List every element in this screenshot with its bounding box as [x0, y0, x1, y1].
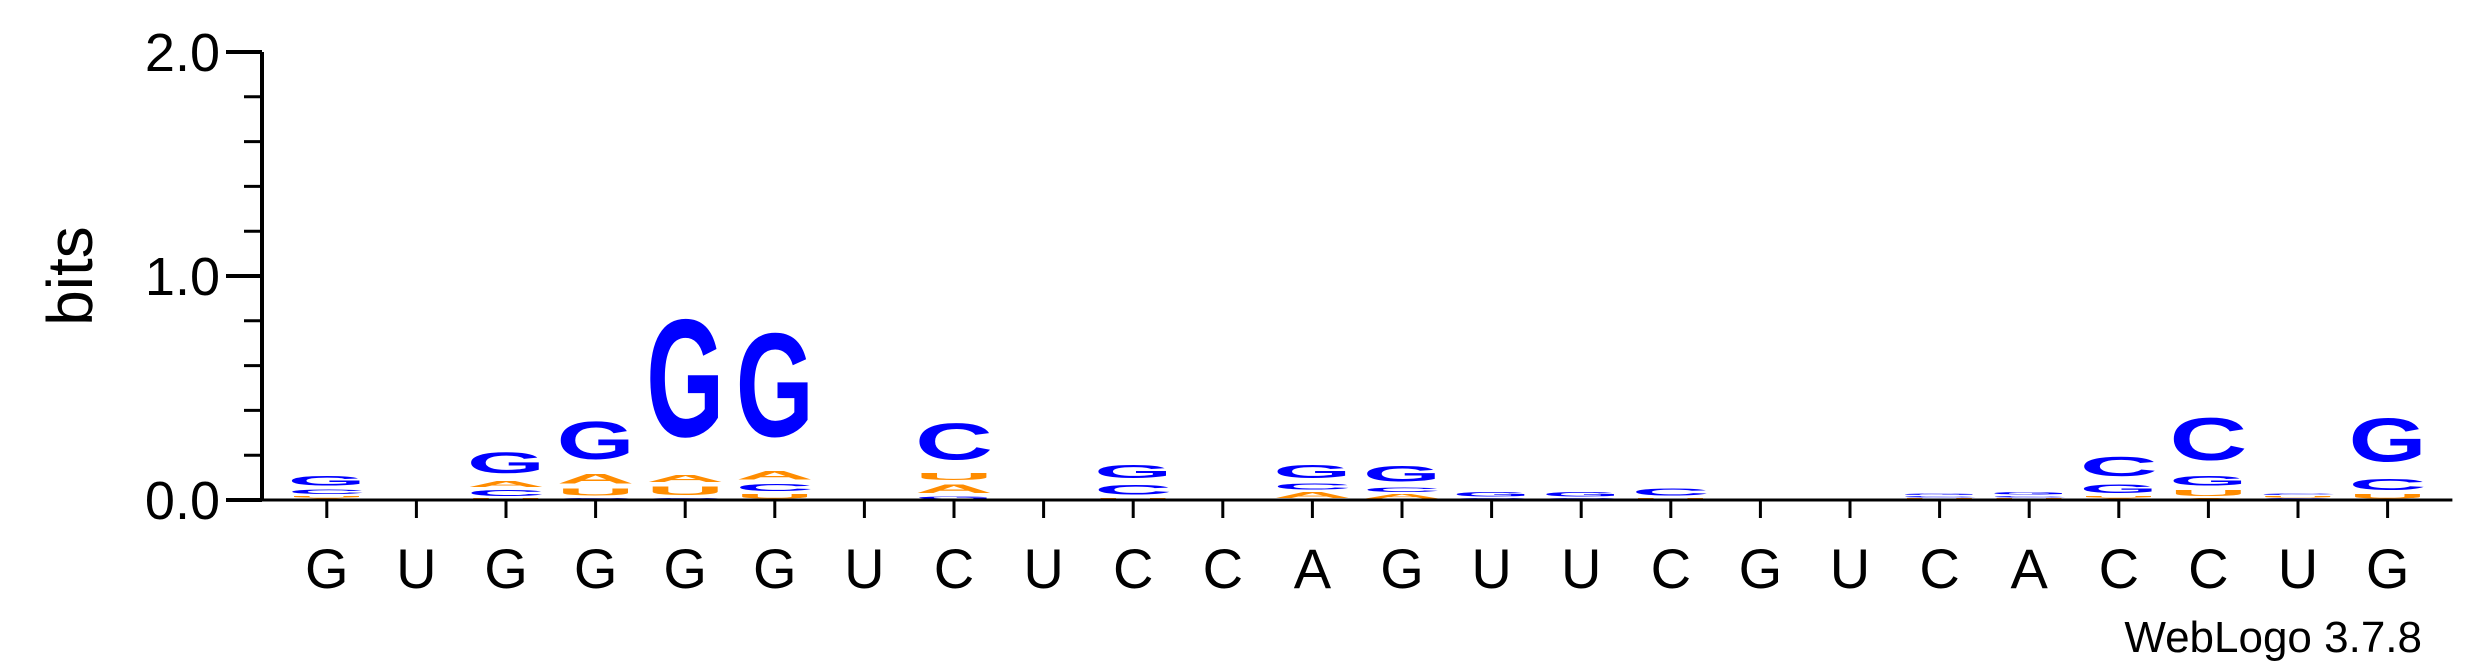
logo-letter-c: C	[1632, 487, 1710, 498]
logo-letter-c: C	[1273, 482, 1351, 491]
x-tick-label: C	[2188, 537, 2228, 600]
x-tick-label: U	[1561, 537, 1601, 600]
letter-stack: UCG	[2349, 406, 2427, 500]
logo-letter-a: A	[915, 482, 993, 495]
letter-stack: UCG	[1094, 462, 1172, 500]
x-tick-label: G	[753, 537, 797, 600]
letter-stack: CUAG	[557, 411, 635, 500]
logo-letter-g: G	[1273, 462, 1351, 482]
x-tick-label: G	[484, 537, 528, 600]
logo-letter-c: C	[288, 489, 366, 496]
logo-letter-a: A	[646, 473, 724, 484]
logo-letter-a: A	[1273, 491, 1351, 500]
logo-letter-u: U	[736, 493, 814, 500]
y-ticks: 0.0 1.0 2.0	[145, 23, 262, 531]
y-axis-title: bits	[34, 226, 106, 326]
logo-letter-u: U	[2259, 496, 2337, 498]
logo-letter-u: U	[915, 471, 993, 482]
logo-letter-c: C	[2349, 475, 2427, 493]
letter-stack: ACG	[1363, 462, 1441, 500]
letter-stack: AUGC	[2169, 406, 2247, 500]
logo-letter-g: G	[557, 411, 635, 471]
x-tick-label: U	[2278, 537, 2318, 600]
letter-stack: ACG	[1273, 462, 1351, 500]
x-tick-label: C	[1651, 537, 1691, 600]
logo-letter-a: A	[557, 471, 635, 487]
letter-stack: AUCG	[288, 473, 366, 500]
logo-letter-c: C	[1094, 482, 1172, 498]
y-tick-label: 0.0	[145, 471, 220, 531]
letter-stack: UC	[1632, 487, 1710, 500]
logo-letter-g: G	[467, 446, 545, 480]
logo-letter-c: C	[2169, 406, 2247, 473]
logo-letter-g: G	[1542, 491, 1620, 498]
logo-letter-a: A	[1363, 493, 1441, 500]
logo-letter-c: C	[1901, 496, 1979, 498]
logo-letter-u: U	[646, 484, 724, 497]
logo-letter-g: G	[2169, 473, 2247, 489]
logo-letter-a: A	[736, 469, 814, 482]
logo-letter-g: G	[736, 303, 814, 468]
logo-letter-a: A	[467, 480, 545, 489]
logo-letter-g: G	[915, 496, 993, 500]
logo-letter-c: C	[467, 489, 545, 498]
x-tick-label: G	[1380, 537, 1424, 600]
x-tick-label: U	[844, 537, 884, 600]
x-tick-label: C	[1113, 537, 1153, 600]
letter-stacks: AUCGUCAGCUAGCUAGUCAGGAUCUCGACGACGCGCGUCU…	[288, 286, 2427, 500]
logo-letter-u: U	[557, 487, 635, 498]
x-tick-label: C	[1203, 537, 1243, 600]
x-tick-label: G	[2366, 537, 2410, 600]
logo-letter-g: G	[1901, 493, 1979, 495]
x-tick-label: G	[663, 537, 707, 600]
weblogo-credit: WebLogo 3.7.8	[2124, 613, 2422, 662]
logo-letter-g: G	[2080, 482, 2158, 495]
x-tick-label: U	[1830, 537, 1870, 600]
logo-letter-g: G	[1453, 491, 1531, 498]
x-tick-label: U	[1023, 537, 1063, 600]
logo-letter-u: U	[2349, 493, 2427, 500]
logo-letter-c: C	[2259, 493, 2337, 495]
x-tick-label: G	[1739, 537, 1783, 600]
logo-letter-g: G	[1990, 491, 2068, 495]
logo-letter-g: G	[1363, 462, 1441, 487]
logo-letter-g: G	[288, 473, 366, 489]
letter-stack: CUAG	[646, 286, 724, 500]
logo-letter-c: C	[1990, 496, 2068, 498]
logo-letter-c: C	[1363, 487, 1441, 494]
logo-letter-u: U	[2169, 489, 2247, 498]
x-tick-label: U	[396, 537, 436, 600]
x-tick-label: G	[305, 537, 349, 600]
y-tick-label: 2.0	[145, 23, 220, 83]
x-tick-label: A	[1294, 537, 1332, 600]
logo-letter-g: G	[2349, 406, 2427, 475]
logo-letter-u: U	[288, 496, 366, 498]
x-tick-label: C	[934, 537, 974, 600]
logo-letter-u: U	[2080, 496, 2158, 498]
logo-letter-c: C	[2080, 451, 2158, 482]
x-tick-label: G	[574, 537, 618, 600]
x-tick-label: U	[1471, 537, 1511, 600]
logo-letter-g: G	[1094, 462, 1172, 482]
x-tick-label: C	[2099, 537, 2139, 600]
logo-letter-c: C	[736, 482, 814, 493]
letter-stack: AUGC	[2080, 451, 2158, 500]
x-tick-label: A	[2011, 537, 2049, 600]
logo-letter-c: C	[915, 412, 993, 470]
logo-letter-g: G	[646, 286, 724, 473]
x-tick-label: C	[1919, 537, 1959, 600]
y-tick-label: 1.0	[145, 247, 220, 307]
